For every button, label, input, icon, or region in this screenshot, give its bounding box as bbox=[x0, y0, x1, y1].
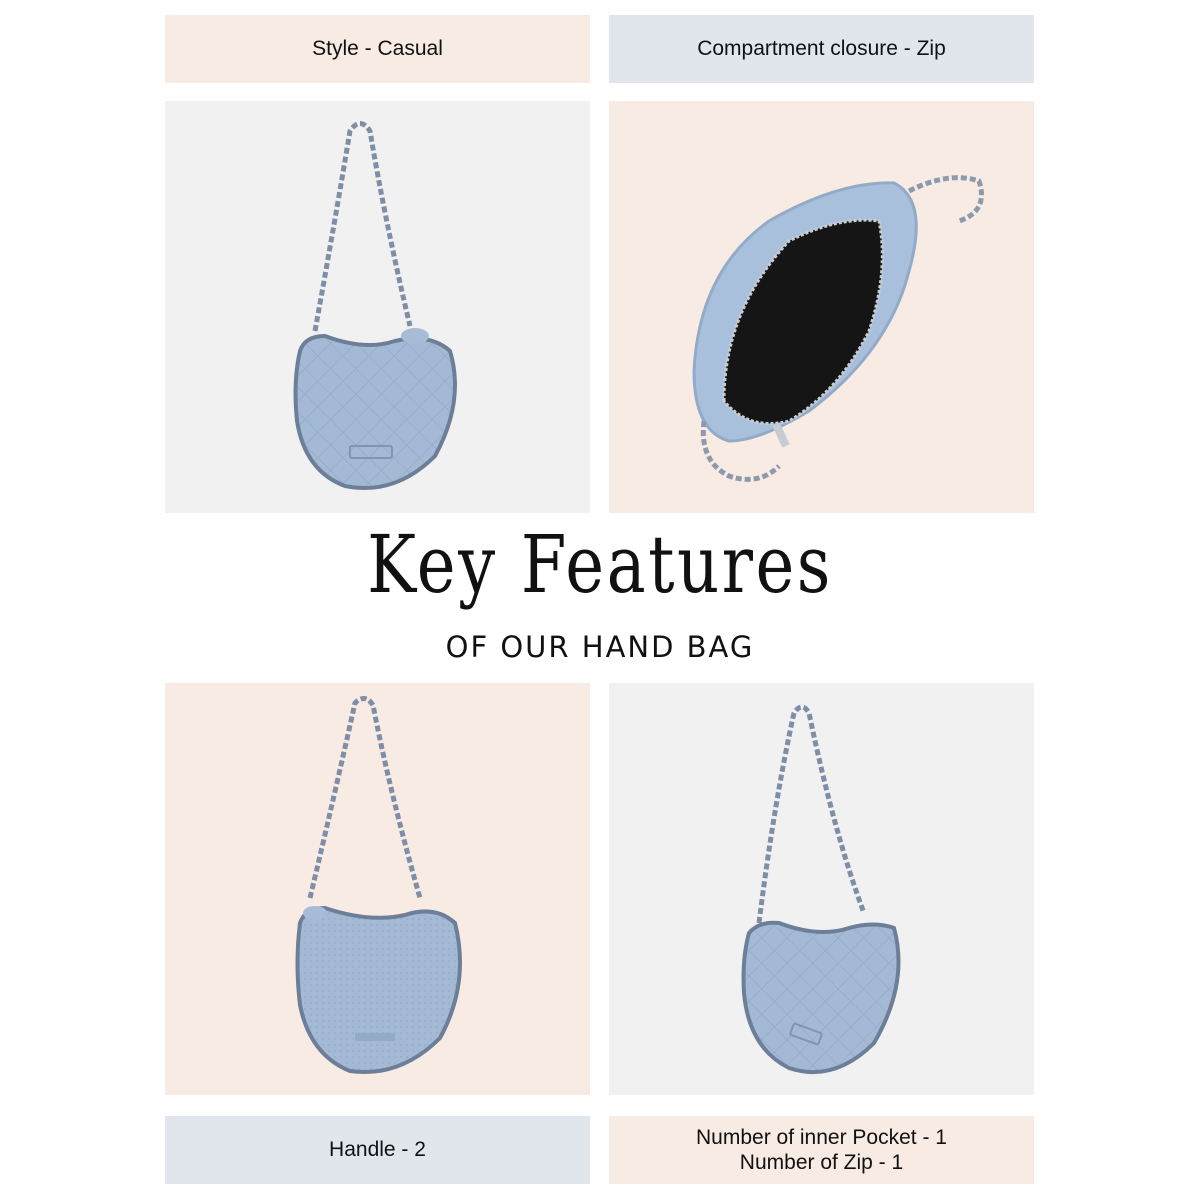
product-image-front bbox=[165, 101, 590, 513]
feature-text-pocket: Number of inner Pocket - 1 bbox=[696, 1125, 947, 1149]
feature-label-pockets: Number of inner Pocket - 1 Number of Zip… bbox=[609, 1116, 1034, 1184]
page-title: Key Features bbox=[367, 518, 833, 611]
feature-text: Compartment closure - Zip bbox=[697, 37, 946, 61]
product-image-back bbox=[165, 683, 590, 1095]
feature-label-style: Style - Casual bbox=[165, 15, 590, 83]
feature-text: Style - Casual bbox=[312, 37, 443, 61]
product-image-open bbox=[609, 101, 1034, 513]
feature-text: Handle - 2 bbox=[329, 1138, 426, 1162]
feature-label-handle: Handle - 2 bbox=[165, 1116, 590, 1184]
feature-text-zip: Number of Zip - 1 bbox=[739, 1151, 904, 1174]
feature-label-closure: Compartment closure - Zip bbox=[609, 15, 1034, 83]
product-image-side bbox=[609, 683, 1034, 1095]
handbag-side-illustration bbox=[741, 704, 901, 1075]
handbag-front-illustration bbox=[293, 121, 457, 490]
handbag-back-illustration bbox=[295, 696, 462, 1074]
page-subtitle: OF OUR HAND BAG bbox=[445, 630, 755, 664]
handbag-open-illustration bbox=[692, 175, 984, 482]
